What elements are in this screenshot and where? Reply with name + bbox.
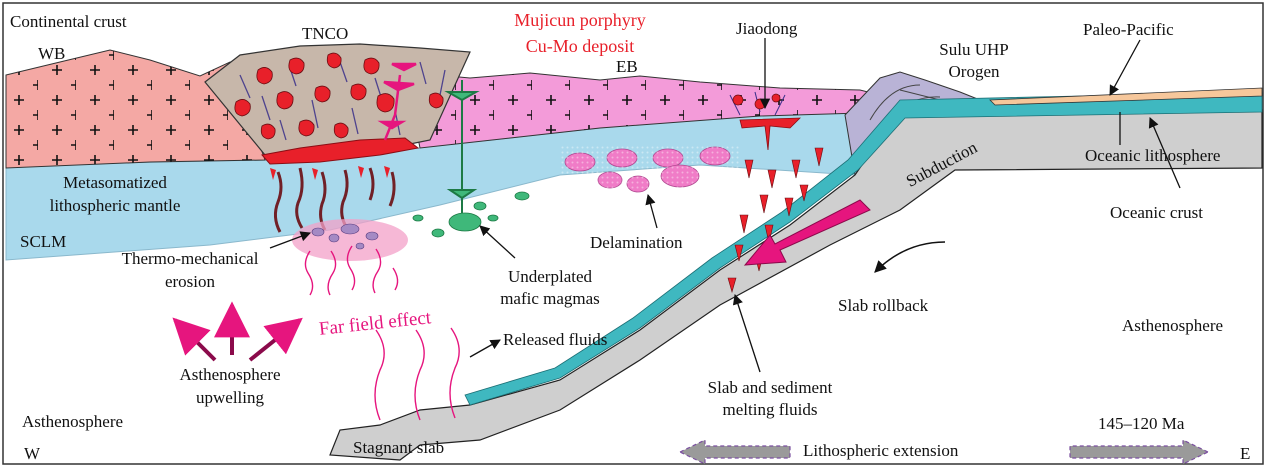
label-underplated-line2: mafic magmas [480,289,620,309]
label-oceanic-lithosphere: Oceanic lithosphere [1085,146,1220,166]
label-sclm: SCLM [20,232,66,252]
label-metasomatized-line1: Metasomatized [10,173,220,193]
label-paleo-pacific: Paleo-Pacific [1083,20,1174,40]
label-tnco: TNCO [302,24,348,44]
label-jiaodong: Jiaodong [736,19,797,39]
label-slab-melting-line2: melting fluids [695,400,845,420]
label-mujicun-line2: Cu-Mo deposit [505,36,655,56]
label-upwelling-line1: Asthenosphere [140,365,320,385]
label-upwelling-line2: upwelling [140,388,320,408]
label-metasomatized-line2: lithospheric mantle [10,196,220,216]
label-lithospheric-extension: Lithospheric extension [803,441,958,461]
label-eb: EB [616,57,638,77]
label-thermo-line2: erosion [100,272,280,292]
label-slab-rollback: Slab rollback [838,296,928,316]
label-sulu-line2: Orogen [924,62,1024,82]
label-sulu-line1: Sulu UHP [924,40,1024,60]
label-wb: WB [38,44,65,64]
label-released-fluids: Released fluids [503,330,607,350]
label-continental-crust: Continental crust [10,12,127,32]
label-underplated-line1: Underplated [480,267,620,287]
label-thermo-line1: Thermo-mechanical [100,249,280,269]
label-asthenosphere-right: Asthenosphere [1122,316,1223,336]
label-delamination: Delamination [590,233,683,253]
label-oceanic-crust: Oceanic crust [1110,203,1203,223]
label-slab-melting-line1: Slab and sediment [695,378,845,398]
label-stagnant-slab: Stagnant slab [353,438,444,458]
label-mujicun-line1: Mujicun porphyry [505,10,655,30]
label-west: W [24,444,40,464]
label-east: E [1240,444,1250,464]
label-age: 145–120 Ma [1098,414,1184,434]
label-asthenosphere-left: Asthenosphere [22,412,123,432]
